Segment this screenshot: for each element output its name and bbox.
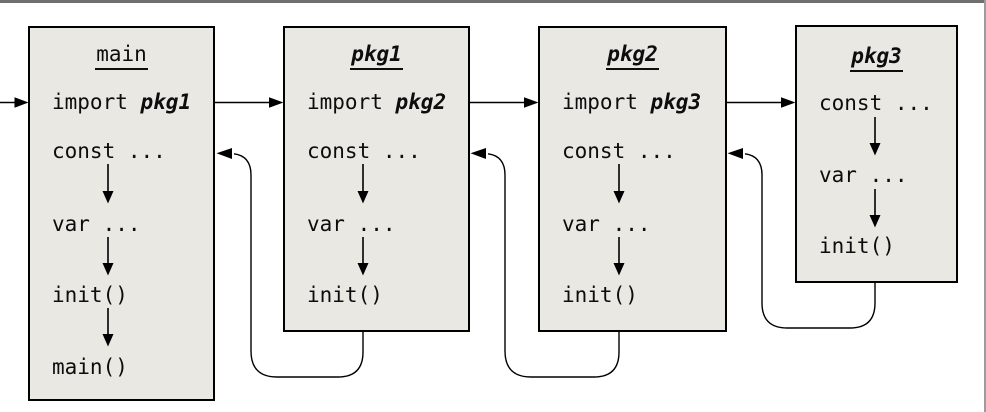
link-arrow-pkg2-to-pkg3 [727, 97, 796, 108]
package-title-row: pkg1 [285, 41, 468, 70]
package-title-main: main [95, 41, 148, 70]
import-keyword: import [52, 90, 128, 114]
import-package-name: pkg3 [650, 90, 702, 114]
import-keyword: import [307, 90, 383, 114]
link-arrow-pkg1-to-pkg2 [470, 97, 539, 108]
top-rule [0, 0, 986, 3]
step-init: init() [52, 283, 128, 307]
package-title-row: pkg2 [540, 41, 725, 70]
package-box-pkg1: pkg1 import pkg2 const ... var ... init(… [283, 26, 470, 332]
step-const: const ... [819, 91, 933, 115]
link-arrow-main-to-pkg1 [215, 97, 284, 108]
step-var: var ... [307, 212, 396, 236]
step-main-call: main() [52, 355, 128, 379]
step-const: const ... [307, 139, 421, 163]
import-statement: import pkg3 [562, 90, 701, 114]
import-package-name: pkg1 [140, 90, 192, 114]
package-title-pkg1: pkg1 [350, 41, 403, 70]
import-keyword: import [562, 90, 638, 114]
package-title-pkg2: pkg2 [606, 41, 659, 70]
step-var: var ... [52, 212, 141, 236]
step-init: init() [819, 234, 895, 258]
package-box-pkg3: pkg3 const ... var ... init() [795, 25, 958, 283]
package-box-main: main import pkg1 const ... var ... init(… [28, 26, 215, 401]
right-rule [983, 0, 986, 412]
import-package-name: pkg2 [395, 90, 447, 114]
package-title-row: main [30, 41, 213, 70]
step-const: const ... [52, 139, 166, 163]
step-const: const ... [562, 139, 676, 163]
import-statement: import pkg2 [307, 90, 446, 114]
entry-arrow-into-main [0, 97, 29, 108]
package-title-pkg3: pkg3 [850, 43, 903, 72]
step-var: var ... [819, 163, 908, 187]
step-init: init() [307, 283, 383, 307]
step-init: init() [562, 283, 638, 307]
import-statement: import pkg1 [52, 90, 191, 114]
package-title-row: pkg3 [797, 43, 956, 72]
step-var: var ... [562, 212, 651, 236]
package-box-pkg2: pkg2 import pkg3 const ... var ... init(… [538, 26, 727, 332]
